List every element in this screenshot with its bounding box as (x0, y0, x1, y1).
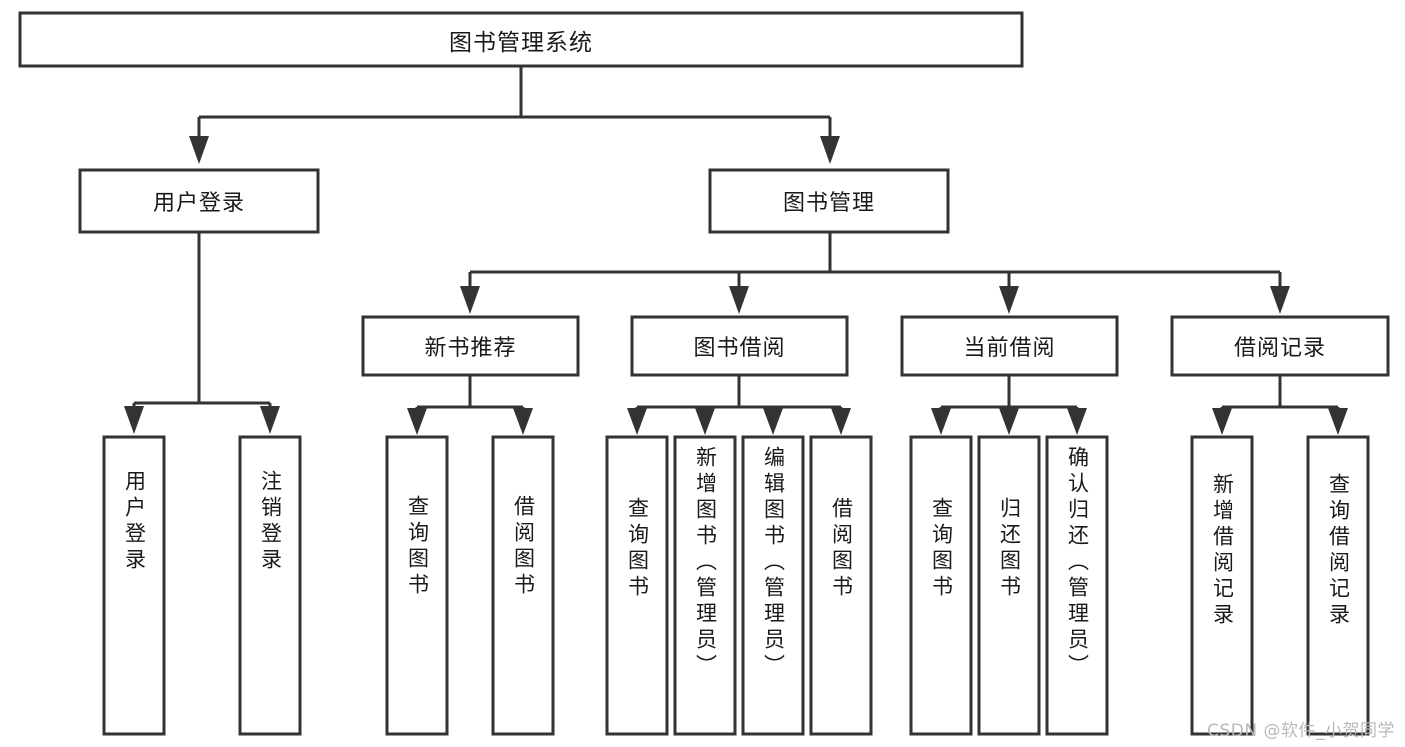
arrowhead-br-leaf-1 (1212, 408, 1232, 435)
arrowhead-book-borrow (729, 286, 749, 314)
leaf-current-borrow-1[interactable] (977, 435, 1041, 736)
node-book-borrow[interactable] (630, 315, 849, 377)
arrowhead-bb-leaf-2 (695, 408, 715, 435)
arrowhead-cb-leaf-3 (1067, 408, 1087, 435)
leaf-user-login-0[interactable] (102, 435, 166, 736)
arrowhead-br-leaf-2 (1328, 408, 1348, 435)
arrowhead-cb-leaf-1 (931, 408, 951, 435)
node-borrow-record[interactable] (1170, 315, 1390, 377)
leaf-book-borrow-0[interactable] (605, 435, 669, 736)
node-user-login[interactable] (78, 168, 320, 234)
arrowhead-leaf-user-login (124, 406, 144, 434)
node-current-borrow[interactable] (900, 315, 1119, 377)
leaf-book-borrow-3[interactable] (809, 435, 873, 736)
arrowhead-nb-leaf-2 (513, 408, 533, 435)
arrowhead-bb-leaf-1 (627, 408, 647, 435)
leaf-book-borrow-1[interactable] (673, 435, 737, 736)
leaf-current-borrow-0[interactable] (909, 435, 973, 736)
arrowhead-bb-leaf-4 (831, 408, 851, 435)
leaf-current-borrow-2[interactable] (1045, 435, 1109, 736)
arrowhead-leaf-logout (260, 406, 280, 434)
leaf-new-book-0[interactable] (385, 435, 449, 736)
node-new-book-recommend[interactable] (361, 315, 580, 377)
leaf-borrow-record-1[interactable] (1306, 435, 1370, 736)
leaf-new-book-1[interactable] (491, 435, 555, 736)
arrowhead-user-login (189, 136, 209, 164)
leaf-borrow-record-0[interactable] (1190, 435, 1254, 736)
arrowhead-book-mgmt (820, 136, 840, 164)
arrowhead-new-book-recommend (460, 286, 480, 314)
arrowhead-cb-leaf-2 (999, 408, 1019, 435)
leaf-book-borrow-2[interactable] (741, 435, 805, 736)
leaf-user-login-1[interactable] (238, 435, 302, 736)
node-book-management[interactable] (708, 168, 950, 234)
arrowhead-bb-leaf-3 (763, 408, 783, 435)
node-root-system[interactable] (18, 11, 1024, 68)
arrowhead-borrow-record (1270, 286, 1290, 314)
arrowhead-nb-leaf-1 (407, 408, 427, 435)
arrowhead-current-borrow (999, 286, 1019, 314)
